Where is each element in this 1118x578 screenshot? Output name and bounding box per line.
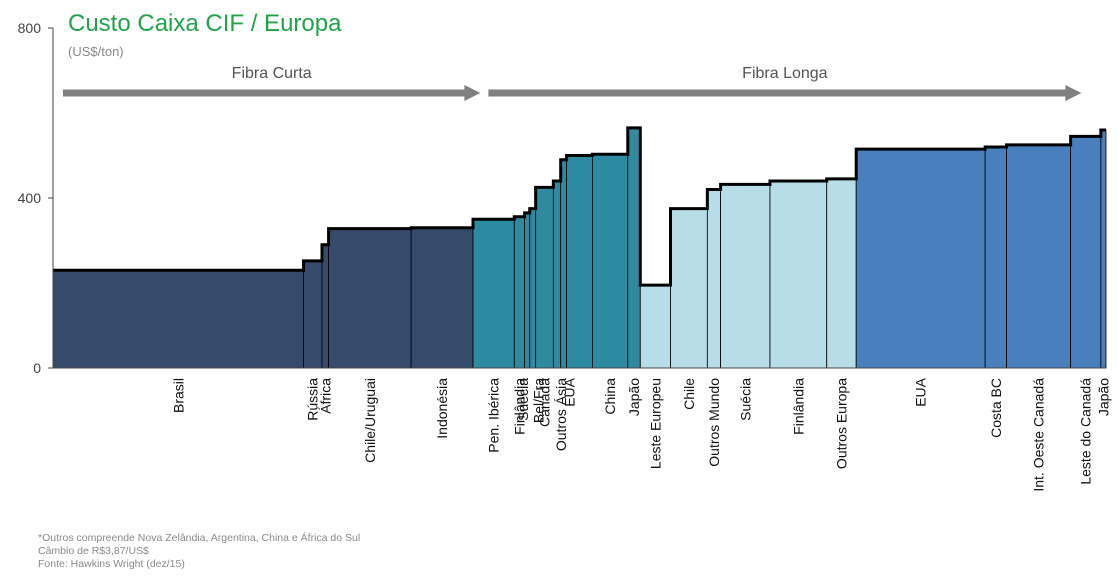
bar-8 [529, 208, 537, 369]
group-arrow-head-1 [1065, 85, 1082, 101]
x-label-21: EUA [913, 377, 929, 406]
footnote-cambio: Câmbio de R$3,87/US$ [38, 545, 149, 557]
x-label-2: África [317, 378, 333, 414]
x-label-25: Japão [1095, 378, 1111, 416]
x-label-15: Leste Europeu [647, 378, 663, 469]
axis-layer: 0 400 800 [18, 20, 1106, 376]
x-label-17: Outros Mundo [706, 378, 722, 467]
x-label-11: EUA [562, 377, 578, 406]
x-label-19: Finlândia [790, 378, 806, 435]
title: Custo Caixa CIF / Europa [68, 10, 342, 37]
bar-0 [52, 269, 304, 369]
bar-1 [303, 260, 323, 369]
x-label-22: Costa BC [988, 378, 1004, 438]
group-label-1: Fibra Longa [742, 65, 827, 82]
bar-25 [1100, 129, 1107, 369]
x-label-7: Suécia [515, 378, 531, 421]
x-label-20: Outros Europa [833, 378, 849, 469]
bar-21 [855, 148, 986, 369]
bar-14 [627, 127, 641, 369]
group-label-0: Fibra Curta [232, 65, 312, 82]
x-label-13: China [602, 378, 618, 415]
x-label-14: Japão [626, 378, 642, 416]
group-arrow-head-0 [464, 85, 481, 101]
y-tick-label-400: 400 [18, 190, 42, 206]
x-label-3: Chile/Uruguai [362, 378, 378, 463]
x-label-16: Chile [681, 378, 697, 410]
bar-22 [984, 146, 1007, 369]
bar-24 [1070, 135, 1102, 369]
x-label-8: Bel/Fra [531, 378, 547, 423]
x-label-1: Rússia [305, 378, 321, 421]
bar-23 [1006, 144, 1072, 369]
bar-17 [706, 189, 722, 369]
y-tick-label-0: 0 [33, 360, 41, 376]
x-label-6: Finlândia [511, 378, 527, 435]
x-label-5: Pen. Ibérica [486, 378, 502, 453]
x-label-4: Indonésia [434, 378, 450, 439]
bar-7 [524, 212, 531, 369]
step-line [53, 126, 1106, 287]
bar-13 [591, 153, 629, 369]
subtitle: (US$/ton) [68, 44, 124, 59]
bar-20 [826, 178, 857, 369]
x-label-23: Int. Oeste Canadá [1031, 378, 1047, 492]
bar-15 [639, 284, 671, 369]
bar-10 [552, 180, 562, 369]
bar-16 [670, 208, 708, 369]
footnote-outros: *Outros compreende Nova Zelândia, Argent… [38, 532, 361, 544]
bar-11 [560, 159, 568, 369]
x-label-18: Suécia [737, 378, 753, 421]
bar-3 [328, 228, 412, 369]
bar-19 [769, 180, 828, 369]
bar-18 [720, 183, 771, 369]
bar-6 [513, 216, 526, 369]
x-label-24: Leste do Canadá [1078, 378, 1094, 485]
x-label-10: Outros Ásia [553, 378, 569, 451]
footnote-fonte: Fonte: Hawkins Wright (dez/15) [38, 558, 185, 570]
bar-4 [410, 227, 474, 369]
step-layer [53, 126, 1106, 287]
bar-5 [472, 218, 515, 369]
arrow-layer: Fibra Curta Fibra Longa [63, 65, 1082, 101]
bar-12 [566, 155, 593, 369]
bar-9 [535, 186, 554, 369]
footnotes: *Outros compreende Nova Zelândia, Argent… [38, 532, 360, 571]
x-label-0: Brasil [170, 378, 186, 413]
bars-layer [52, 127, 1107, 369]
x-label-9: Canadá [536, 378, 552, 427]
y-tick-label-800: 800 [18, 20, 42, 36]
bar-2 [321, 244, 329, 369]
